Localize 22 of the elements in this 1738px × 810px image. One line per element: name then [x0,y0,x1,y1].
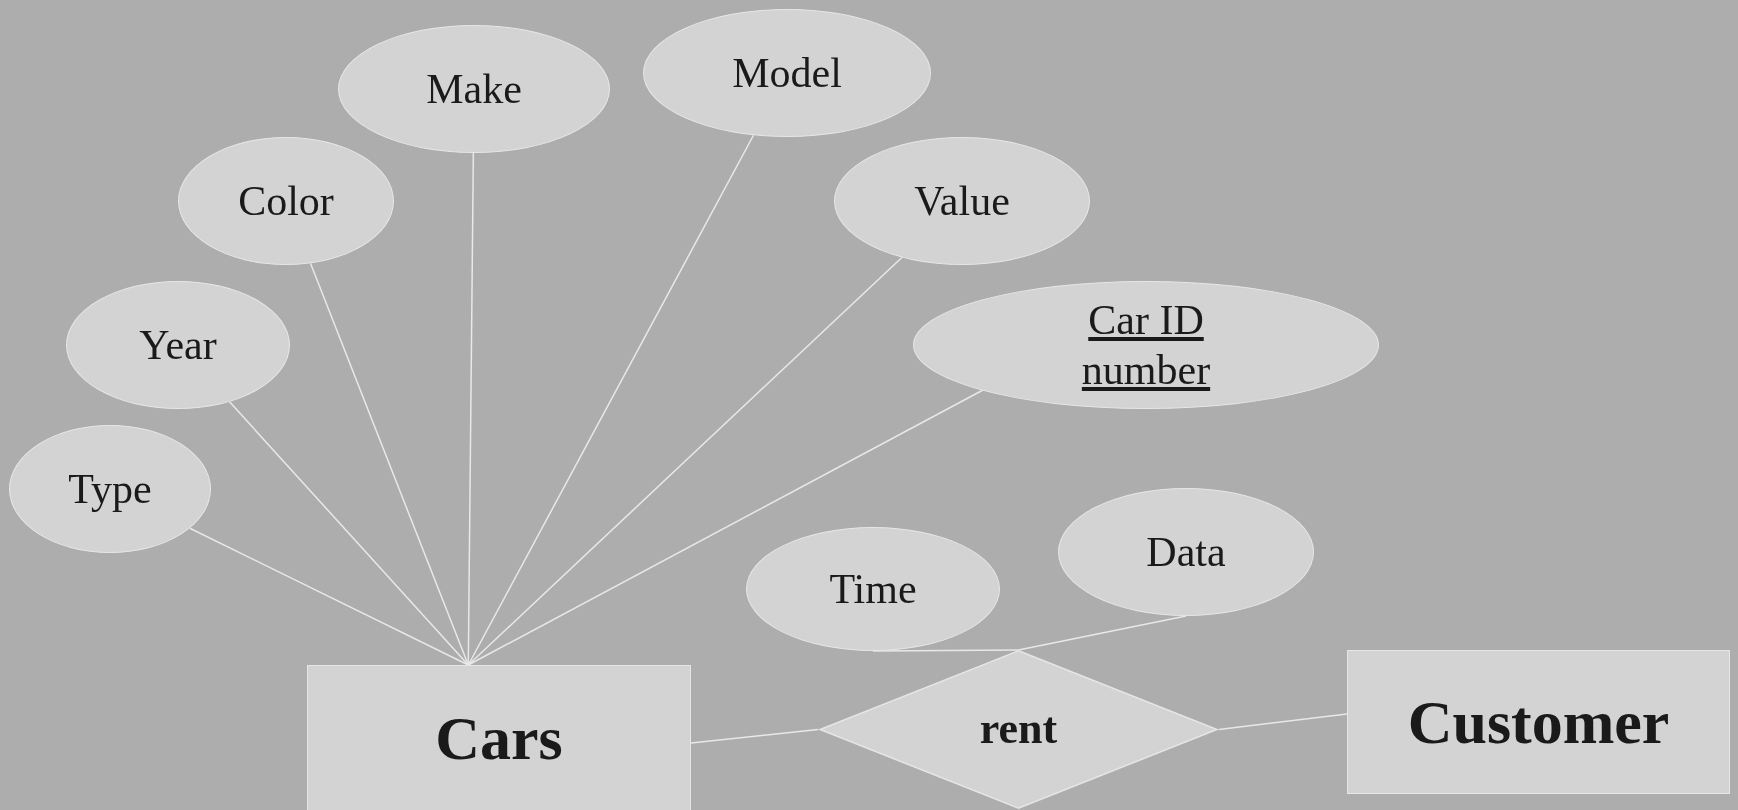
connector-line [467,152,475,666]
connector-line [467,256,903,666]
attribute-label: Year [139,320,217,370]
connector-line [690,728,819,744]
connector-line [467,389,984,666]
key-attribute-label: Car ID number [1080,295,1212,395]
entity-box [307,665,691,810]
connector-line [228,401,470,666]
connector-line [1017,615,1187,651]
attribute-label: Data [1146,527,1226,577]
relationship-label: rent [979,703,1058,756]
entity-label: Customer [1407,686,1670,758]
entity-box [1347,650,1730,794]
attribute-label: Make [426,64,522,114]
entity-label: Cars [435,702,563,774]
attribute-label: Model [732,48,842,98]
attribute-label: Color [238,176,334,226]
connector-line [1218,713,1348,731]
relationship-diamond [818,650,1219,809]
attribute-label: Value [914,176,1010,226]
attribute-label: Type [68,464,152,514]
attribute-label: Time [829,564,917,614]
